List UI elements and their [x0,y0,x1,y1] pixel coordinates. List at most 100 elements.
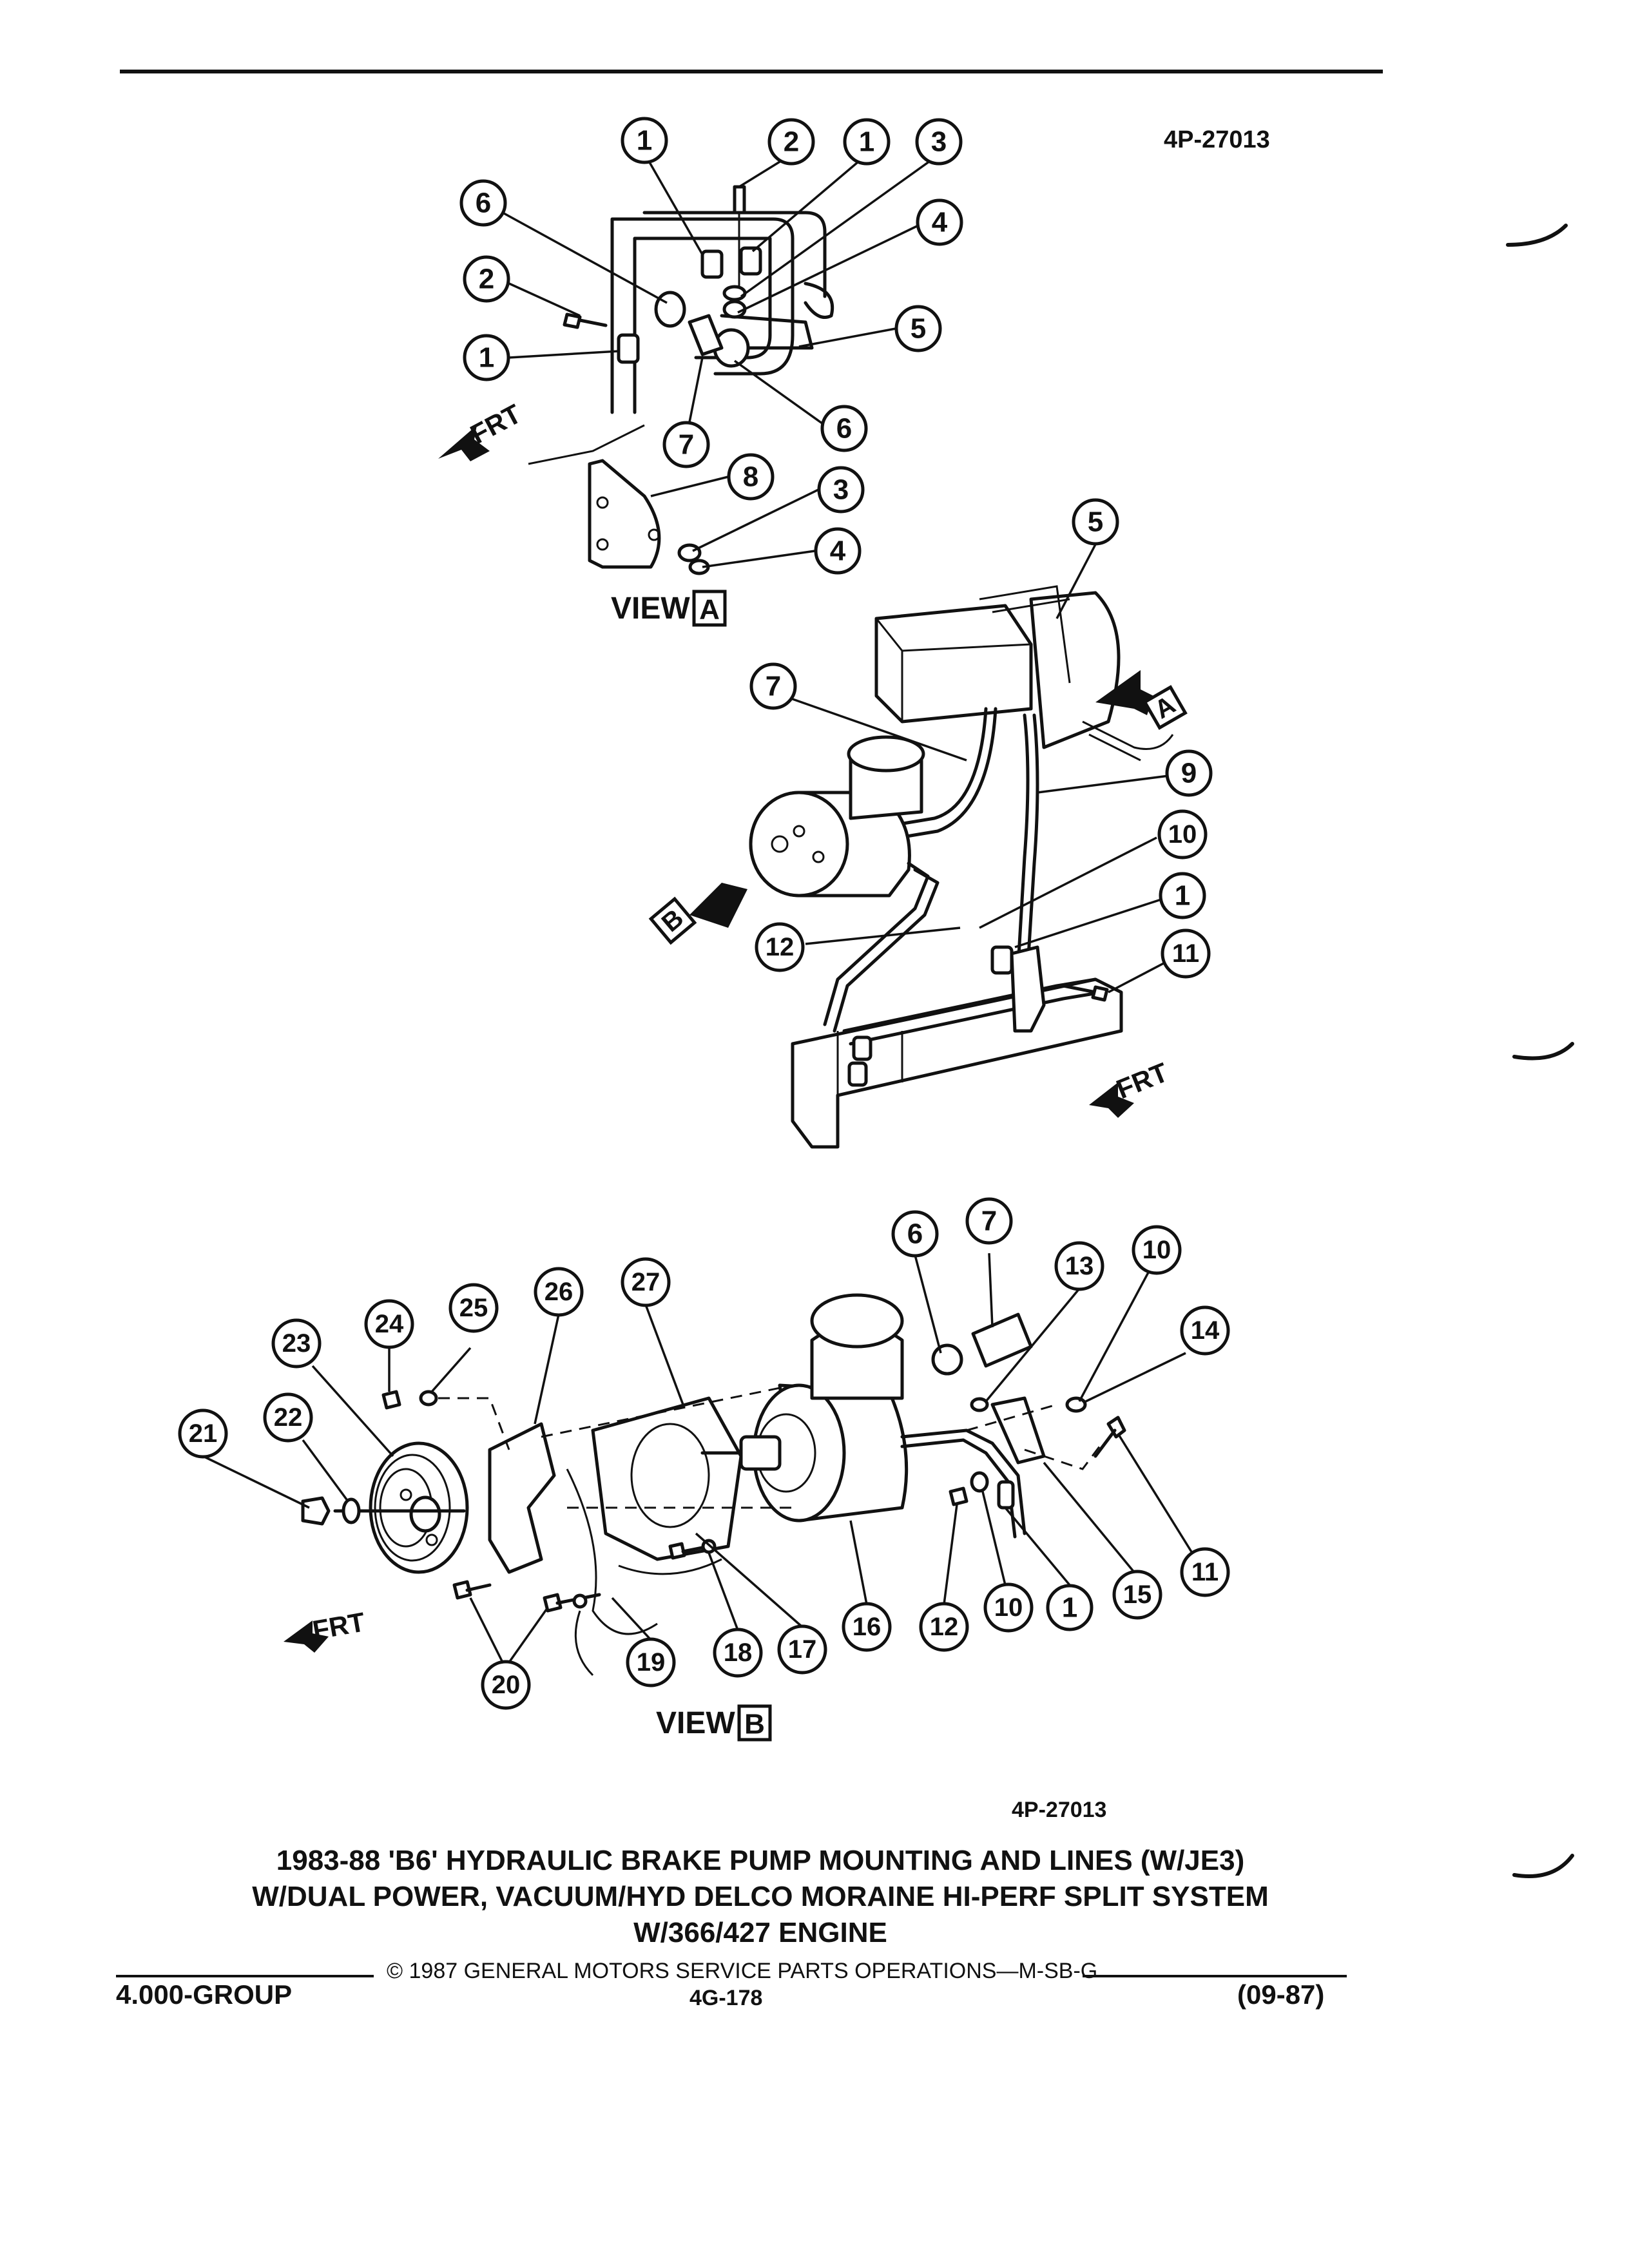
svg-text:1: 1 [859,126,874,158]
callout-a-1c: 1 [463,334,510,381]
grommet-6 [931,1343,963,1376]
view-a-drawing [528,185,834,575]
svg-text:7: 7 [766,671,781,702]
front-arrow-view-b: FRT [284,1606,367,1653]
main-callouts: 5 7 9 10 1 12 11 [749,498,1213,994]
callout-b-1: 1 [1046,1584,1094,1631]
svg-text:17: 17 [788,1635,817,1664]
svg-text:7: 7 [981,1206,997,1237]
revision-date: (09-87) [1237,1979,1325,2010]
callout-b-23: 23 [271,1318,322,1369]
svg-text:22: 22 [274,1403,303,1432]
callout-main-5: 5 [1072,498,1119,546]
callout-a-7: 7 [662,421,710,468]
figure-title-line-2: W/DUAL POWER, VACUUM/HYD DELCO MORAINE H… [252,1881,1269,1912]
svg-text:6: 6 [907,1218,923,1250]
callout-b-7: 7 [965,1197,1013,1245]
callout-b-24: 24 [364,1299,414,1349]
svg-text:10: 10 [994,1593,1023,1622]
callout-b-19: 19 [626,1637,676,1687]
svg-text:11: 11 [1172,939,1199,968]
footer-rule-right [1083,1975,1347,1977]
svg-text:3: 3 [833,474,849,506]
view-a-callouts: 1 2 1 3 6 4 2 5 1 6 7 8 3 4 [459,117,963,575]
binder-marks [1506,224,1574,1878]
group-label: 4.000-GROUP [116,1979,293,2010]
top-rule [120,70,1383,73]
callout-b-18: 18 [713,1628,763,1678]
svg-text:8: 8 [743,461,758,493]
callout-a-5: 5 [894,305,942,352]
svg-text:6: 6 [476,187,491,219]
callout-b-21: 21 [178,1408,228,1459]
callout-a-8: 8 [727,453,775,501]
svg-text:19: 19 [637,1648,666,1677]
view-b-callouts: 6 7 13 10 14 24 25 26 27 23 22 21 11 15 … [178,1197,1230,1710]
svg-text:12: 12 [930,1613,959,1641]
bracket-26 [488,1422,556,1574]
fitting-1b [739,246,762,276]
svg-text:25: 25 [459,1294,488,1322]
footer-rule-left [116,1975,374,1977]
svg-text:VIEW: VIEW [656,1706,735,1740]
callout-main-11: 11 [1161,928,1211,979]
fitting-1c [617,333,640,364]
view-a-label: VIEW A [611,590,727,627]
callout-main-9: 9 [1165,749,1213,797]
callout-main-1: 1 [1159,872,1206,919]
callout-main-10: 10 [1157,809,1208,860]
view-b-drawing [301,1293,1126,1677]
callout-a-4b: 4 [814,527,862,575]
svg-text:VIEW: VIEW [611,591,690,626]
svg-text:B: B [744,1709,765,1740]
svg-text:23: 23 [282,1329,311,1358]
bracket-8 [588,459,661,569]
callout-b-13: 13 [1054,1241,1104,1291]
view-b-label: VIEW B [656,1704,772,1742]
callout-b-26: 26 [534,1267,584,1317]
front-arrow-main: FRT [1089,1057,1172,1118]
svg-text:21: 21 [189,1419,218,1448]
front-arrow-view-a: FRT [438,398,526,461]
main-assembly-drawing: A B [648,585,1188,1149]
callout-b-16: 16 [842,1602,892,1652]
callout-a-1: 1 [621,117,668,164]
callout-b-15: 15 [1112,1570,1162,1620]
callout-b-14: 14 [1180,1305,1230,1356]
callout-a-6: 6 [459,179,507,227]
figure-title: 1983-88 'B6' HYDRAULIC BRAKE PUMP MOUNTI… [116,1843,1405,1951]
svg-text:FRT: FRT [1112,1057,1173,1104]
bracket-27 [591,1396,743,1561]
callout-b-25: 25 [448,1283,499,1333]
svg-text:11: 11 [1191,1558,1219,1586]
master-cylinder [874,604,1033,724]
svg-text:15: 15 [1123,1581,1152,1609]
svg-text:4: 4 [932,207,948,238]
svg-text:16: 16 [853,1613,882,1641]
svg-text:10: 10 [1168,820,1197,849]
callout-a-4: 4 [916,198,963,246]
callout-b-11: 11 [1180,1547,1230,1597]
svg-text:4: 4 [830,535,846,567]
figure-title-line-1: 1983-88 'B6' HYDRAULIC BRAKE PUMP MOUNTI… [276,1845,1245,1876]
callout-b-10b: 10 [983,1582,1034,1633]
callout-a-2b: 2 [463,255,510,303]
callout-b-20: 20 [481,1660,531,1710]
svg-text:2: 2 [479,264,494,295]
svg-text:5: 5 [911,313,926,345]
svg-text:1: 1 [1062,1592,1077,1624]
booster [1029,591,1121,749]
svg-text:18: 18 [724,1639,753,1667]
callout-b-17: 17 [777,1624,827,1675]
callout-a-3: 3 [915,118,963,166]
svg-text:9: 9 [1181,758,1197,789]
svg-text:6: 6 [836,413,852,445]
svg-text:1: 1 [479,342,494,374]
svg-text:7: 7 [679,429,694,461]
spacer-7 [688,314,724,356]
svg-text:1: 1 [1175,880,1190,912]
callout-b-6: 6 [891,1210,939,1258]
callout-b-27: 27 [621,1257,671,1307]
svg-text:5: 5 [1088,506,1103,538]
